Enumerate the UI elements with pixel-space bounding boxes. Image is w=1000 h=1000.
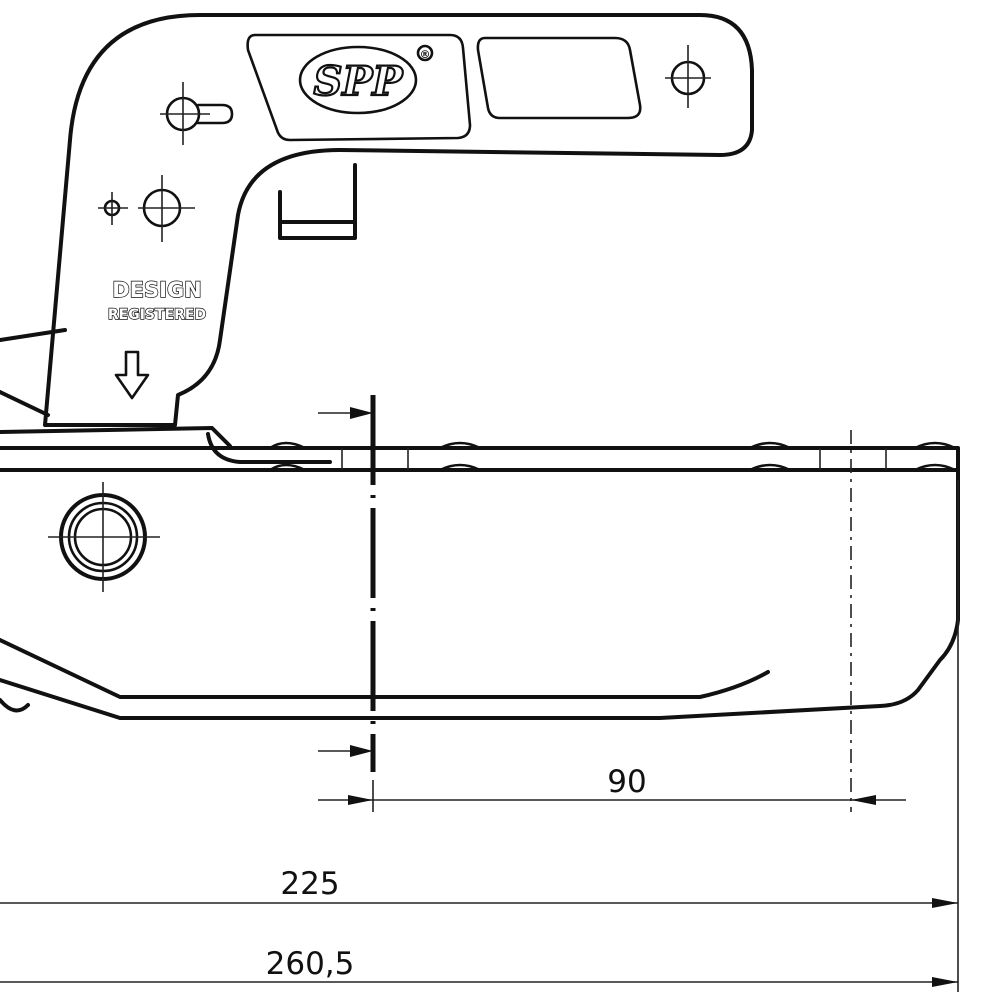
stamp-design: DESIGN (112, 278, 202, 302)
stamp-registered: REGISTERED (108, 307, 206, 323)
dim-225-label: 225 (280, 866, 339, 902)
section-arrow-bottom-head (350, 745, 373, 757)
left-support (0, 328, 67, 417)
down-arrow-icon (114, 350, 150, 400)
handle: SPP ® DESIGN REGISTERED (43, 13, 754, 427)
base-plate (0, 426, 332, 464)
hole-right (665, 45, 711, 108)
housing-right (0, 468, 960, 720)
dim-90-label: 90 (607, 764, 646, 800)
registered-mark: ® (420, 48, 431, 61)
housing (0, 441, 960, 720)
hole-left-small (98, 192, 128, 225)
top-divisions (341, 448, 887, 470)
dimension-260-5: 260,5 (0, 946, 958, 987)
housing-top (0, 446, 960, 472)
logo-text: SPP (313, 58, 404, 105)
section-line (318, 395, 376, 772)
top-bumps (268, 441, 957, 472)
logo-ellipse (298, 45, 418, 115)
dim-260-5-label: 260,5 (266, 946, 355, 982)
dimension-225: 225 (0, 866, 958, 908)
dimension-90: 90 (318, 764, 906, 805)
slot-hole (160, 82, 234, 145)
left-lug (0, 698, 30, 713)
label-plate (476, 36, 642, 120)
section-arrow-top-head (350, 407, 373, 419)
dimensions: 90 225 260,5 (0, 430, 959, 992)
housing-lower-edge (0, 638, 770, 699)
bolt-hole (48, 482, 160, 592)
logo-plate (246, 33, 472, 142)
registered-mark-circle (416, 44, 434, 62)
latch-block (278, 163, 357, 240)
hole-left-large (138, 175, 195, 242)
